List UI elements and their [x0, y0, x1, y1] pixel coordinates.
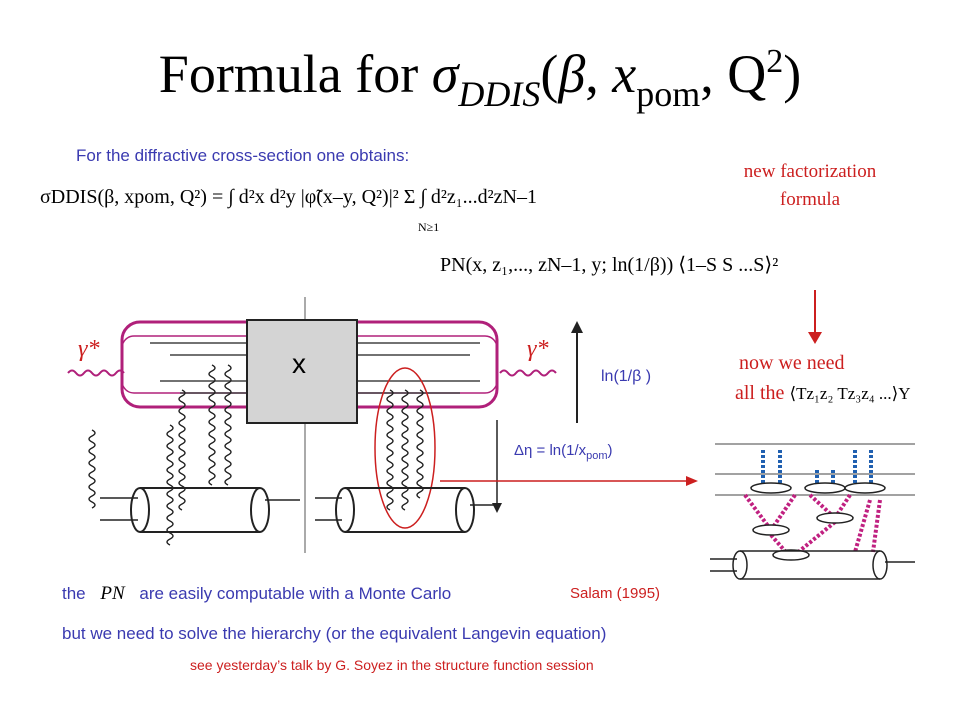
gamma-left-label: γ*: [78, 336, 100, 362]
gamma-right-label: γ*: [527, 336, 549, 362]
delta-eta-label: Δη = ln(1/xpom): [514, 442, 613, 462]
bottom-line-2: but we need to solve the hierarchy (or t…: [62, 624, 607, 643]
factorization-arrow: [808, 290, 822, 344]
box-label: x: [292, 348, 306, 379]
bottom-line-3: see yesterday’s talk by G. Soyez in the …: [190, 657, 594, 673]
bottom-line-1: the PN are easily computable with a Mont…: [62, 583, 452, 604]
cascade-diagram: [710, 443, 915, 580]
sum-subscript: N≥1: [418, 220, 440, 234]
correlator-bracket: ⟨Tz₁z₂ Tz₃z₄ ...⟩Y: [789, 384, 911, 403]
formula-line-1: σDDIS(β, xpom, Q²) = ∫ d²x d²y |φ̃(x–y, …: [40, 186, 537, 208]
factorization-note: new factorization formula: [743, 161, 877, 210]
citation: Salam (1995): [570, 585, 661, 602]
need-note: now we need all the ⟨Tz₁z₂ Tz₃z₄ ...⟩Y: [735, 352, 911, 404]
ln-beta-label: ln(1/β ): [601, 368, 652, 385]
dipole-diagram: [67, 297, 698, 553]
intro-text: For the diffractive cross-section one ob…: [76, 146, 410, 165]
formula-line-2: PN(x, z₁,..., zN–1, y; ln(1/β)) ⟨1–S S .…: [440, 254, 779, 276]
pn-symbol: PN: [100, 583, 125, 604]
slide-title: Formula for σDDIS(β, xpom, Q2): [158, 43, 802, 114]
